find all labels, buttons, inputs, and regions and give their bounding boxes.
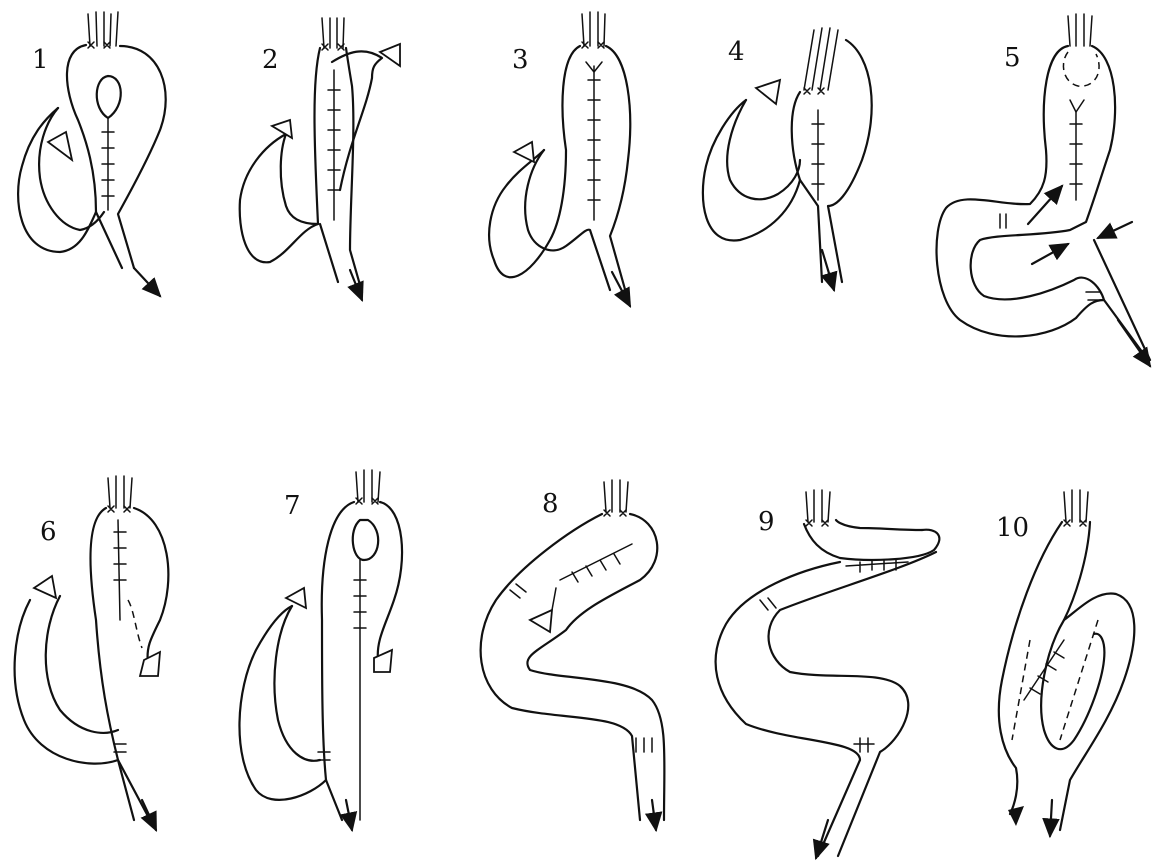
panel-1-label: 1 (32, 45, 49, 75)
esophagus-stump (108, 476, 132, 512)
esophagus-stump (604, 480, 628, 516)
panel-2: 2 (240, 18, 400, 300)
panel-8-label: 8 (542, 489, 559, 519)
panel-5: 5 (937, 14, 1150, 366)
panel-7: 7 (239, 470, 402, 830)
panel-9: 9 (716, 490, 940, 858)
panel-6-label: 6 (40, 517, 57, 547)
esophagus-stump (1064, 490, 1088, 526)
panel-10: 10 (996, 490, 1134, 836)
duodenal-stump (48, 132, 72, 160)
esophagus-stump (88, 12, 118, 48)
panel-8: 8 (481, 480, 665, 830)
esophagus-stump (1068, 14, 1092, 46)
panel-4-label: 4 (728, 37, 745, 67)
panel-1: 1 (18, 12, 166, 296)
esophagus-stump (322, 18, 344, 50)
esophagus-stump (356, 470, 380, 504)
panel-4: 4 (703, 28, 872, 290)
esophagus-stump (804, 28, 838, 94)
panel-3-label: 3 (512, 45, 529, 75)
panel-5-label: 5 (1004, 43, 1021, 73)
panel-3: 3 (489, 12, 630, 306)
panel-6: 6 (15, 476, 169, 830)
panel-9-label: 9 (758, 507, 775, 537)
esophagus-stump (582, 12, 605, 48)
panel-7-label: 7 (284, 491, 301, 521)
panel-10-label: 10 (996, 513, 1029, 543)
esophagus-stump (806, 490, 830, 526)
panel-2-label: 2 (262, 45, 279, 75)
